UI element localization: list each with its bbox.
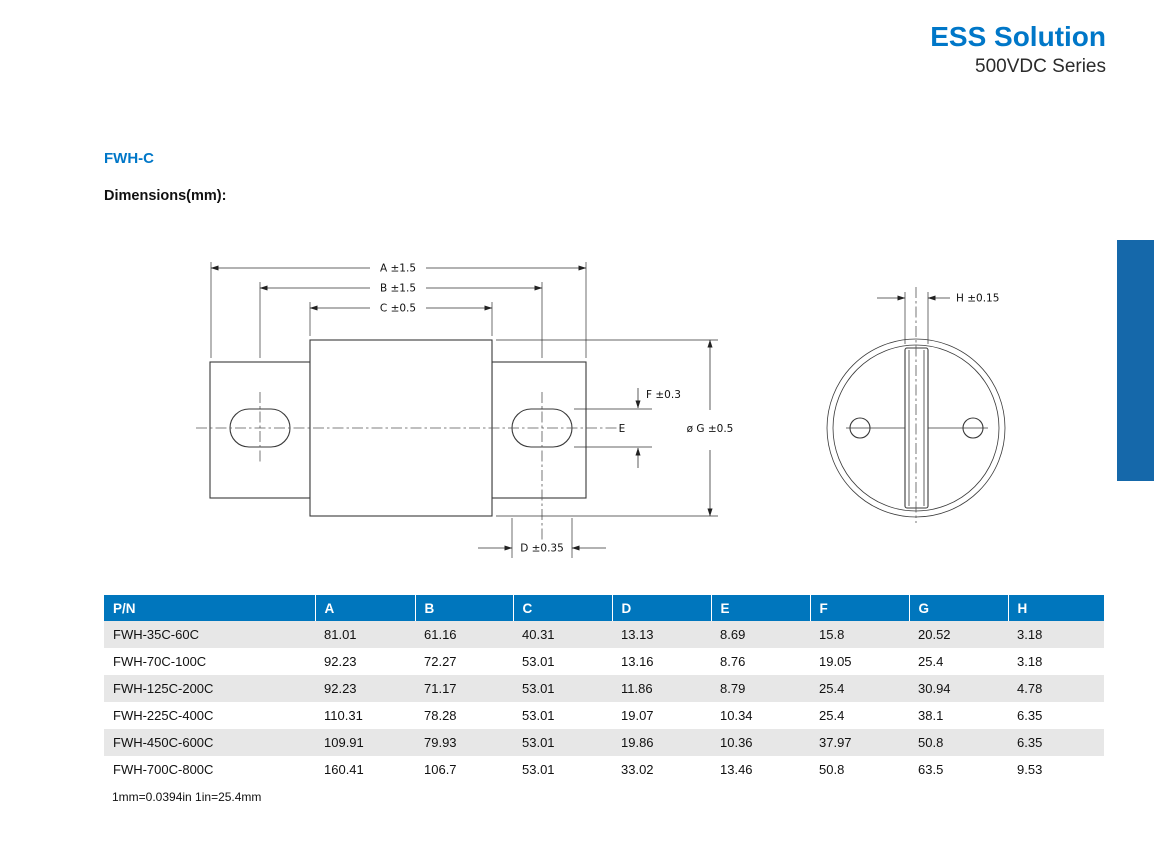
cell: 8.69 xyxy=(720,627,746,642)
blade xyxy=(904,347,929,509)
cell-pn: FWH-70C-100C xyxy=(113,654,207,669)
cell: 19.86 xyxy=(621,735,654,750)
cell: 19.05 xyxy=(819,654,852,669)
cell-pn: FWH-700C-800C xyxy=(113,762,214,777)
brand-header: ESS Solution 500VDC Series xyxy=(930,21,1106,78)
cell: 30.94 xyxy=(918,681,951,696)
cell: 53.01 xyxy=(522,654,555,669)
cell: 53.01 xyxy=(522,735,555,750)
table-row: FWH-700C-800C 160.41 106.7 53.01 33.02 1… xyxy=(104,756,1104,783)
cell: 3.18 xyxy=(1017,654,1043,669)
conversion-note: 1mm=0.0394in 1in=25.4mm xyxy=(112,790,262,804)
cell: 25.4 xyxy=(819,681,845,696)
cell: 25.4 xyxy=(918,654,944,669)
cell: 25.4 xyxy=(819,708,845,723)
cell-pn: FWH-125C-200C xyxy=(113,681,214,696)
cell: 38.1 xyxy=(918,708,944,723)
dim-h: H ±0.15 xyxy=(877,292,999,344)
cell: 19.07 xyxy=(621,708,654,723)
dim-c: C ±0.5 xyxy=(309,302,493,336)
table-row: FWH-70C-100C 92.23 72.27 53.01 13.16 8.7… xyxy=(104,648,1104,675)
cell: 106.7 xyxy=(424,762,457,777)
page-edge-tab xyxy=(1117,240,1154,481)
cell: 78.28 xyxy=(424,708,457,723)
cell: 6.35 xyxy=(1017,735,1043,750)
fuse-side-view: A ±1.5 B ±1.5 C ±0.5 ø G ±0.5 xyxy=(196,262,733,558)
cell: 53.01 xyxy=(522,681,555,696)
brand-name: ESS Solution xyxy=(930,21,1106,52)
series-label: 500VDC Series xyxy=(975,55,1106,77)
dimensions-table: P/N A B C D E F G H FWH-35C-60C 81.01 61… xyxy=(104,595,1104,783)
cell: 63.5 xyxy=(918,762,944,777)
model-title: FWH-C xyxy=(104,150,154,167)
blade-inner-lines xyxy=(908,350,925,506)
dim-g: ø G ±0.5 xyxy=(496,339,734,517)
col-header-pn: P/N xyxy=(104,595,316,621)
cell: 53.01 xyxy=(522,762,555,777)
cell: 50.8 xyxy=(918,735,944,750)
dimensions-heading: Dimensions(mm): xyxy=(104,188,227,204)
cell: 11.86 xyxy=(621,681,653,696)
cell: 3.18 xyxy=(1017,627,1043,642)
cell: 79.93 xyxy=(424,735,457,750)
col-header-b: B xyxy=(415,595,514,621)
col-header-e: E xyxy=(711,595,811,621)
cell: 33.02 xyxy=(621,762,654,777)
cell: 92.23 xyxy=(324,654,357,669)
dim-c-label: C ±0.5 xyxy=(380,303,416,315)
dim-g-label: ø G ±0.5 xyxy=(687,423,734,435)
col-header-c: C xyxy=(513,595,613,621)
cell: 8.76 xyxy=(720,654,746,669)
table-header-row: P/N A B C D E F G H xyxy=(104,595,1104,621)
cell: 72.27 xyxy=(424,654,457,669)
cell: 110.31 xyxy=(324,708,363,723)
cell: 81.01 xyxy=(324,627,357,642)
dim-f-label: F ±0.3 xyxy=(646,389,681,401)
table-row: FWH-35C-60C 81.01 61.16 40.31 13.13 8.69… xyxy=(104,621,1104,648)
cell-pn: FWH-35C-60C xyxy=(113,627,199,642)
dim-a-label: A ±1.5 xyxy=(380,263,416,275)
dim-f: F ±0.3 E xyxy=(574,388,681,468)
dim-a: A ±1.5 xyxy=(210,262,587,358)
cell: 13.13 xyxy=(621,627,654,642)
cell: 50.8 xyxy=(819,762,845,777)
fuse-end-view: H ±0.15 xyxy=(826,287,1006,523)
cell: 13.46 xyxy=(720,762,753,777)
cell: 37.97 xyxy=(819,735,852,750)
dim-e-label: E xyxy=(619,423,626,435)
col-header-d: D xyxy=(612,595,712,621)
cell: 6.35 xyxy=(1017,708,1043,723)
col-header-f: F xyxy=(810,595,910,621)
dim-b: B ±1.5 xyxy=(259,282,543,358)
cell: 40.31 xyxy=(522,627,555,642)
cell-pn: FWH-450C-600C xyxy=(113,735,214,750)
cell: 15.8 xyxy=(819,627,845,642)
cell: 10.36 xyxy=(720,735,753,750)
col-header-a: A xyxy=(315,595,416,621)
dim-d-label: D ±0.35 xyxy=(520,543,564,555)
cell: 4.78 xyxy=(1017,681,1043,696)
cell-pn: FWH-225C-400C xyxy=(113,708,214,723)
table-row: FWH-225C-400C 110.31 78.28 53.01 19.07 1… xyxy=(104,702,1104,729)
cell: 13.16 xyxy=(621,654,654,669)
dim-b-label: B ±1.5 xyxy=(380,283,416,295)
cell: 10.34 xyxy=(720,708,753,723)
cell: 9.53 xyxy=(1017,762,1043,777)
cell: 71.17 xyxy=(424,681,457,696)
cell: 61.16 xyxy=(424,627,457,642)
cell: 53.01 xyxy=(522,708,555,723)
cell: 92.23 xyxy=(324,681,357,696)
dimensions-table-wrap: P/N A B C D E F G H FWH-35C-60C 81.01 61… xyxy=(104,595,1104,783)
table-row: FWH-450C-600C 109.91 79.93 53.01 19.86 1… xyxy=(104,729,1104,756)
cell: 8.79 xyxy=(720,681,746,696)
table-row: FWH-125C-200C 92.23 71.17 53.01 11.86 8.… xyxy=(104,675,1104,702)
dim-d: D ±0.35 xyxy=(478,518,606,558)
technical-drawing: A ±1.5 B ±1.5 C ±0.5 ø G ±0.5 xyxy=(196,262,1006,558)
cell: 109.91 xyxy=(324,735,364,750)
dim-h-label: H ±0.15 xyxy=(956,293,999,305)
col-header-g: G xyxy=(909,595,1009,621)
cell: 160.41 xyxy=(324,762,364,777)
cell: 20.52 xyxy=(918,627,951,642)
col-header-h: H xyxy=(1008,595,1104,621)
